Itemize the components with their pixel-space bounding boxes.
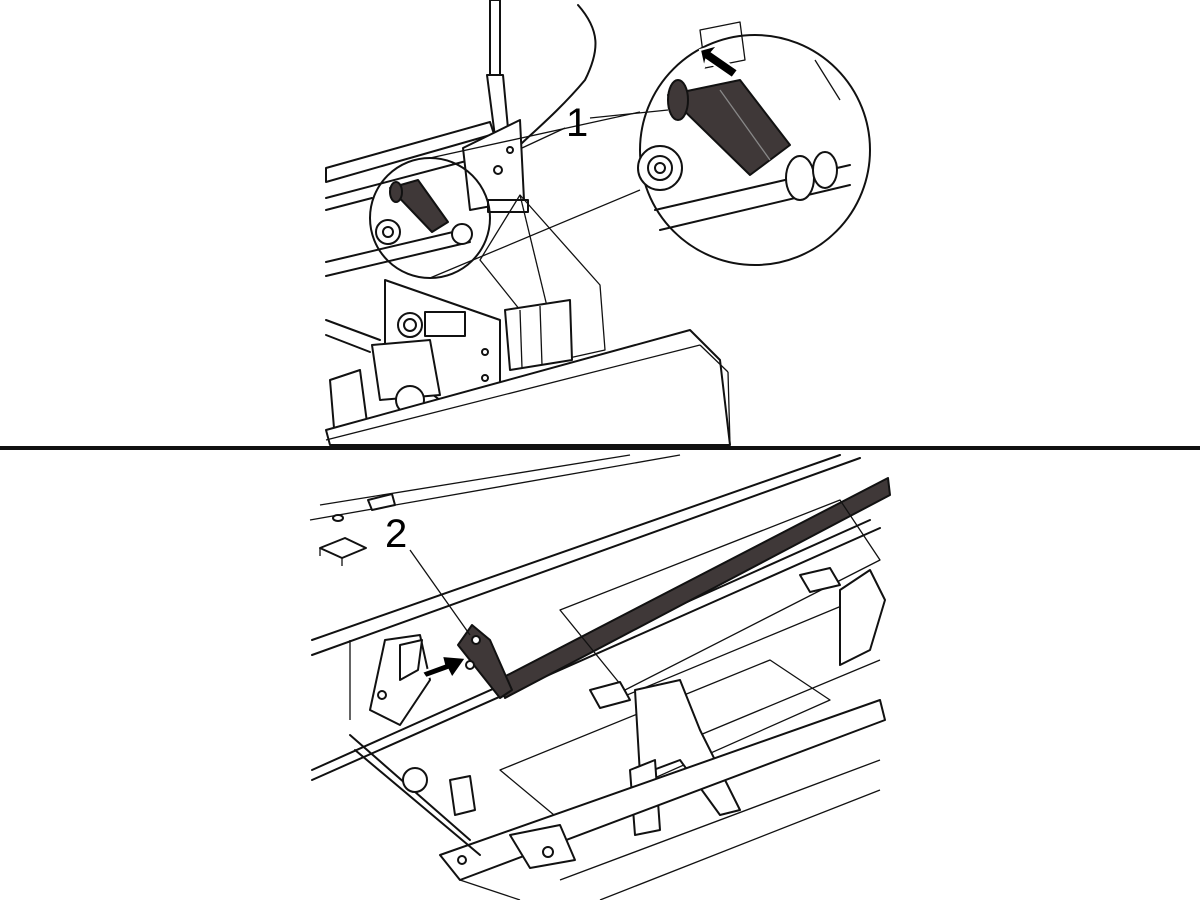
callout-1-leader [589, 109, 669, 119]
lever-part-small [389, 179, 449, 233]
panel-divider [0, 446, 1200, 450]
push-direction-arrow [420, 654, 468, 680]
tray-sections [499, 499, 881, 821]
cable [519, 4, 597, 146]
clip-plate [319, 537, 367, 559]
detail-circle-large [637, 21, 871, 266]
callout-2-leader [409, 549, 471, 636]
top-cover [309, 454, 881, 781]
side-frame [479, 194, 606, 361]
left-bracket [349, 634, 431, 726]
top-panel-step-1: 1 [325, 0, 871, 446]
callout-2: 2 [385, 512, 407, 556]
pull-direction-arrow [698, 43, 740, 80]
roller-shaft [325, 227, 471, 277]
lever-part-large [667, 79, 791, 176]
bottom-panel-step-2: 2 [309, 454, 891, 900]
leader-line [429, 111, 641, 159]
detail-circle-small [369, 157, 491, 279]
callout-1: 1 [566, 101, 588, 145]
rod-end-plate [457, 624, 513, 699]
lower-mechanism-bottom [349, 734, 576, 869]
front-tray [325, 329, 731, 446]
